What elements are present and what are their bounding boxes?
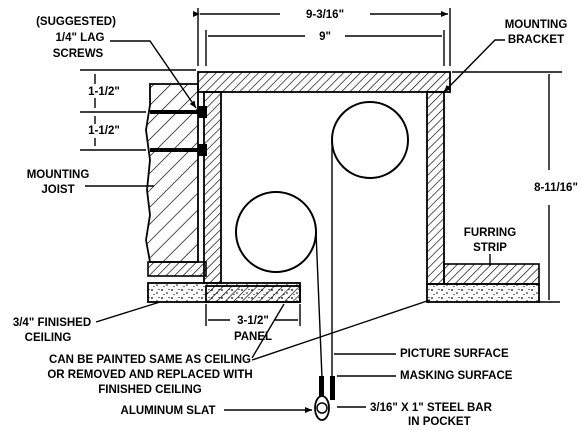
callout-furring-strip: FURRING STRIP xyxy=(464,227,516,266)
label-painted-3: FINISHED CEILING xyxy=(98,384,202,396)
dimension-3-1-2: 3-1/2" PANEL xyxy=(205,304,301,343)
label-screws: SCREWS xyxy=(53,48,104,60)
callout-finished-ceiling: 3/4" FINISHED CEILING xyxy=(13,301,161,344)
label-9-3-16: 9-3/16" xyxy=(306,9,344,21)
aluminum-slat xyxy=(314,376,330,421)
callout-can-be-painted: CAN BE PAINTED SAME AS CEILING OR REMOVE… xyxy=(47,299,431,396)
dimension-9-3-16: 9-3/16" xyxy=(193,8,451,66)
label-3-1-2: 3-1/2" xyxy=(237,315,269,327)
label-picture-surface: PICTURE SURFACE xyxy=(400,348,509,360)
label-masking-surface: MASKING SURFACE xyxy=(400,370,513,382)
label-steel-bar-2: IN POCKET xyxy=(408,416,471,428)
finished-ceiling-right xyxy=(426,283,540,303)
steel-bar xyxy=(330,376,335,400)
label-1-1-2-upper: 1-1/2" xyxy=(88,86,120,98)
label-mounting-joist-1: MOUNTING xyxy=(27,169,90,181)
furring-strip-left xyxy=(147,261,207,277)
label-furring-1: FURRING xyxy=(464,227,516,239)
label-mounting-bracket-1: MOUNTING xyxy=(505,19,568,31)
callout-lag-screws: (SUGGESTED) 1/4" LAG SCREWS xyxy=(36,16,197,109)
callout-picture-surface: PICTURE SURFACE xyxy=(334,348,509,360)
callout-mounting-joist: MOUNTING JOIST xyxy=(27,169,154,196)
label-finished-ceiling-1: 3/4" FINISHED xyxy=(13,317,91,329)
lag-screw-upper xyxy=(150,106,207,118)
dimension-9: 9" xyxy=(205,30,445,66)
removable-panel xyxy=(205,285,301,303)
roller-large xyxy=(331,101,409,179)
dimension-8-11-16: 8-11/16" xyxy=(452,71,578,300)
label-1-1-2-lower: 1-1/2" xyxy=(88,125,120,137)
dimension-1-1-2: 1-1/2" 1-1/2" xyxy=(80,69,196,151)
mounting-joist xyxy=(145,83,199,263)
label-finished-ceiling-2: CEILING xyxy=(25,332,72,344)
label-mounting-bracket-2: BRACKET xyxy=(508,34,564,46)
callout-aluminum-slat: ALUMINUM SLAT xyxy=(121,405,312,417)
bracket-right-wall xyxy=(426,91,445,285)
bracket-top xyxy=(197,71,451,93)
callout-masking-surface: MASKING SURFACE xyxy=(337,370,513,382)
label-furring-2: STRIP xyxy=(473,242,507,254)
label-painted-2: OR REMOVED AND REPLACED WITH xyxy=(47,369,252,381)
callout-steel-bar: 3/16" X 1" STEEL BAR IN POCKET xyxy=(337,402,493,428)
label-mounting-joist-2: JOIST xyxy=(41,184,74,196)
bracket-left-wall xyxy=(203,91,222,284)
label-8-11-16: 8-11/16" xyxy=(534,182,578,194)
label-lag: 1/4" LAG xyxy=(56,32,105,44)
masking-surface-line xyxy=(315,231,323,379)
furring-strip-right xyxy=(443,263,540,285)
label-painted-1: CAN BE PAINTED SAME AS CEILING xyxy=(49,354,251,366)
label-aluminum-slat: ALUMINUM SLAT xyxy=(121,405,216,417)
roller-small xyxy=(235,191,317,273)
label-steel-bar-1: 3/16" X 1" STEEL BAR xyxy=(370,402,493,414)
lag-screw-lower xyxy=(150,144,207,156)
callout-mounting-bracket: MOUNTING BRACKET xyxy=(443,19,568,93)
label-suggested: (SUGGESTED) xyxy=(36,16,116,28)
label-9: 9" xyxy=(319,31,331,43)
